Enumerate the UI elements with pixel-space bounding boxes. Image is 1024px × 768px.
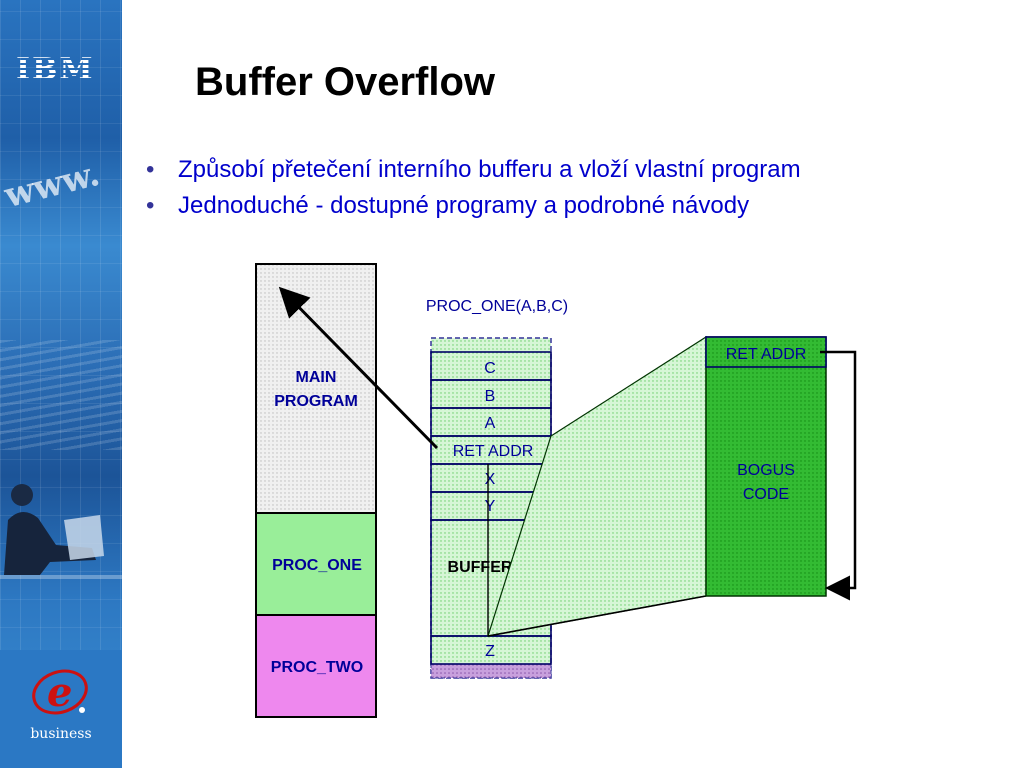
ibm-logo: IBM: [16, 52, 108, 88]
stack-cell-label: RET ADDR: [453, 443, 534, 460]
stack-top-strip: [430, 663, 552, 679]
bullet-item: • Jednoduché - dostupné programy a podrob…: [146, 188, 801, 224]
stack-cell-label: C: [484, 360, 496, 377]
stack-cell-label: Y: [485, 498, 496, 515]
stack-caption: PROC_ONE(A,B,C): [426, 298, 568, 315]
projection-edge: [487, 595, 707, 637]
proc-one-label: PROC_ONE: [272, 557, 362, 574]
payload-block: [705, 336, 827, 597]
stack-cell-label: X: [485, 471, 496, 488]
ebusiness-logo-panel: e business: [0, 650, 122, 768]
slide-title: Buffer Overflow: [195, 60, 496, 104]
sidebar-stairs-graphic: [0, 340, 122, 450]
person-at-laptop-icon: [0, 484, 122, 579]
bullet-dot-icon: •: [146, 156, 155, 183]
bullet-text: Jednoduché - dostupné programy a podrobn…: [178, 192, 750, 219]
payload-ret-label: RET ADDR: [726, 346, 807, 363]
main-program-label-line2: PROGRAM: [274, 393, 358, 410]
proc-two-label: PROC_TWO: [271, 659, 363, 676]
bullet-list: • Způsobí přetečení interního bufferu a v…: [146, 152, 801, 224]
buffer-label: BUFFER: [448, 559, 513, 576]
proc-two-block: [255, 614, 377, 718]
main-program-block: [255, 263, 377, 514]
return-loop-arrow: [820, 350, 857, 601]
stack-cell-label: A: [485, 415, 496, 432]
svg-text:e: e: [47, 669, 72, 716]
sidebar-decoration: IBM www. e business: [0, 0, 122, 768]
sidebar-grid-pattern: [0, 0, 122, 768]
return-to-main-arrow: [278, 286, 439, 450]
bullet-item: • Způsobí přetečení interního bufferu a v…: [146, 152, 801, 188]
bogus-code-label-line2: CODE: [743, 486, 789, 503]
bullet-dot-icon: •: [146, 192, 155, 219]
payload-ret-cell: [705, 336, 827, 368]
stack-cell-label: B: [485, 388, 496, 405]
stack-cell-label: Z: [485, 643, 495, 660]
ebusiness-e-icon: e: [32, 669, 88, 716]
proc-one-block: [255, 512, 377, 616]
bullet-text: Způsobí přetečení interního bufferu a vl…: [178, 156, 801, 183]
bogus-code-label-line1: BOGUS: [737, 462, 795, 479]
ebusiness-label: business: [30, 726, 92, 742]
main-program-label-line1: MAIN: [296, 369, 337, 386]
